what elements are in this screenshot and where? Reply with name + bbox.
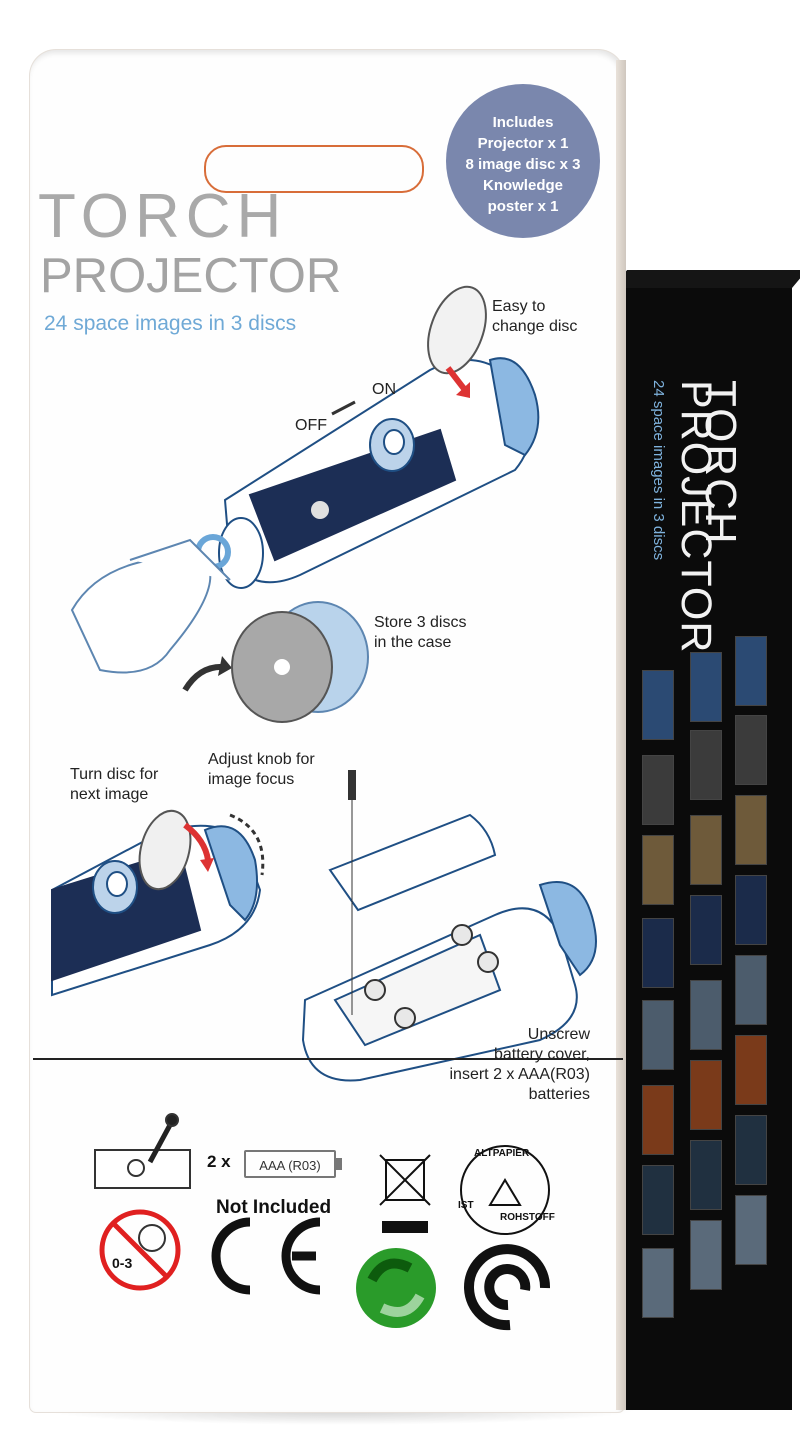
space-image-thumb	[642, 1085, 674, 1155]
altpapier-text-right: ROHSTOFF	[500, 1212, 555, 1223]
space-image-thumb	[690, 1060, 722, 1130]
space-image-thumb	[642, 670, 674, 740]
space-image-thumb	[690, 980, 722, 1050]
turn-disc-label: Turn disc for next image	[70, 765, 158, 805]
off-label: OFF	[295, 417, 327, 434]
disc-top-illustration	[427, 285, 487, 375]
altpapier-text-left: IST	[458, 1200, 474, 1211]
altpapier-text-top: ALTPAPIER	[474, 1148, 530, 1159]
includes-line: Projector x 1	[477, 135, 569, 152]
weee-bin-icon	[379, 1154, 431, 1233]
ce-mark-icon	[211, 1217, 321, 1295]
space-image-thumb	[735, 715, 767, 785]
space-image-thumb	[735, 875, 767, 945]
no-children-icon	[99, 1209, 181, 1291]
space-image-thumb	[642, 1000, 674, 1070]
torch-illustration	[174, 357, 540, 589]
space-image-thumb	[735, 795, 767, 865]
side-title: TORCH PROJECTOR 24 space images in 3 dis…	[650, 380, 748, 680]
space-image-thumb	[735, 1115, 767, 1185]
battery-tip	[336, 1158, 342, 1170]
easy-change-line: change disc	[492, 318, 578, 335]
space-image-thumb	[690, 895, 722, 965]
store-discs-line: in the case	[374, 634, 452, 651]
space-image-thumb	[735, 1195, 767, 1265]
battery-instruction-line: battery cover,	[493, 1046, 590, 1063]
on-label: ON	[372, 381, 396, 398]
side-title-line2: PROJECTOR	[672, 380, 720, 654]
includes-badge: Includes Projector x 1 8 image disc x 3 …	[446, 84, 600, 238]
includes-line: poster x 1	[487, 198, 559, 215]
battery-type: AAA (R03)	[244, 1150, 336, 1178]
space-image-thumb	[642, 835, 674, 905]
product-subtitle: 24 space images in 3 discs	[44, 312, 297, 335]
age-warning-text: 0-3	[112, 1255, 133, 1271]
space-image-thumb	[735, 955, 767, 1025]
battery-torch-illustration	[301, 813, 597, 1082]
store-discs-label: Store 3 discs in the case	[374, 613, 466, 653]
store-discs-line: Store 3 discs	[374, 614, 467, 631]
space-image-thumb	[690, 815, 722, 885]
focus-torch-illustration	[51, 809, 262, 997]
space-image-thumb	[690, 1140, 722, 1210]
space-image-thumb	[690, 652, 722, 722]
space-image-thumb	[642, 1165, 674, 1235]
includes-line: 8 image disc x 3	[465, 156, 581, 173]
easy-change-line: Easy to	[492, 298, 546, 315]
easy-change-label: Easy to change disc	[492, 297, 577, 337]
battery-instruction-line: insert 2 x AAA(R03)	[449, 1066, 591, 1083]
box-front-edge	[616, 60, 626, 1410]
hanger-slot	[204, 145, 424, 193]
battery-instruction-line: Unscrew	[527, 1026, 590, 1043]
product-title-line2: PROJECTOR	[40, 249, 342, 303]
space-image-thumb	[690, 730, 722, 800]
adjust-knob-line: Adjust knob for	[208, 751, 315, 768]
case-illustration	[70, 538, 231, 674]
green-dot-icon	[356, 1248, 436, 1328]
space-image-thumb	[735, 636, 767, 706]
discs-illustration	[231, 601, 369, 723]
includes-line: Knowledge	[482, 177, 563, 194]
adjust-knob-label: Adjust knob for image focus	[208, 750, 315, 790]
includes-line: Includes	[492, 114, 554, 131]
side-subtitle: 24 space images in 3 discs	[650, 380, 667, 561]
turn-disc-line: Turn disc for	[70, 766, 159, 783]
turn-disc-line: next image	[70, 786, 149, 803]
product-title-line1: TORCH	[38, 182, 288, 251]
battery-not-included: Not Included	[216, 1197, 332, 1218]
section-divider	[33, 1058, 623, 1060]
battery-instruction-line: batteries	[528, 1086, 590, 1103]
space-image-thumb	[642, 755, 674, 825]
space-image-thumb	[690, 1220, 722, 1290]
adjust-knob-line: image focus	[208, 771, 295, 788]
space-image-thumb	[642, 918, 674, 988]
battery-instruction-label: Unscrew battery cover, insert 2 x AAA(R0…	[440, 1025, 591, 1105]
altpapier-icon	[460, 1145, 550, 1235]
battery-count: 2 x	[207, 1152, 231, 1171]
battery-slot-icon	[94, 1113, 191, 1189]
resy-icon	[464, 1244, 551, 1331]
side-title-line1: TORCH	[696, 380, 745, 546]
space-image-thumb	[735, 1035, 767, 1105]
space-image-thumb	[642, 1248, 674, 1318]
